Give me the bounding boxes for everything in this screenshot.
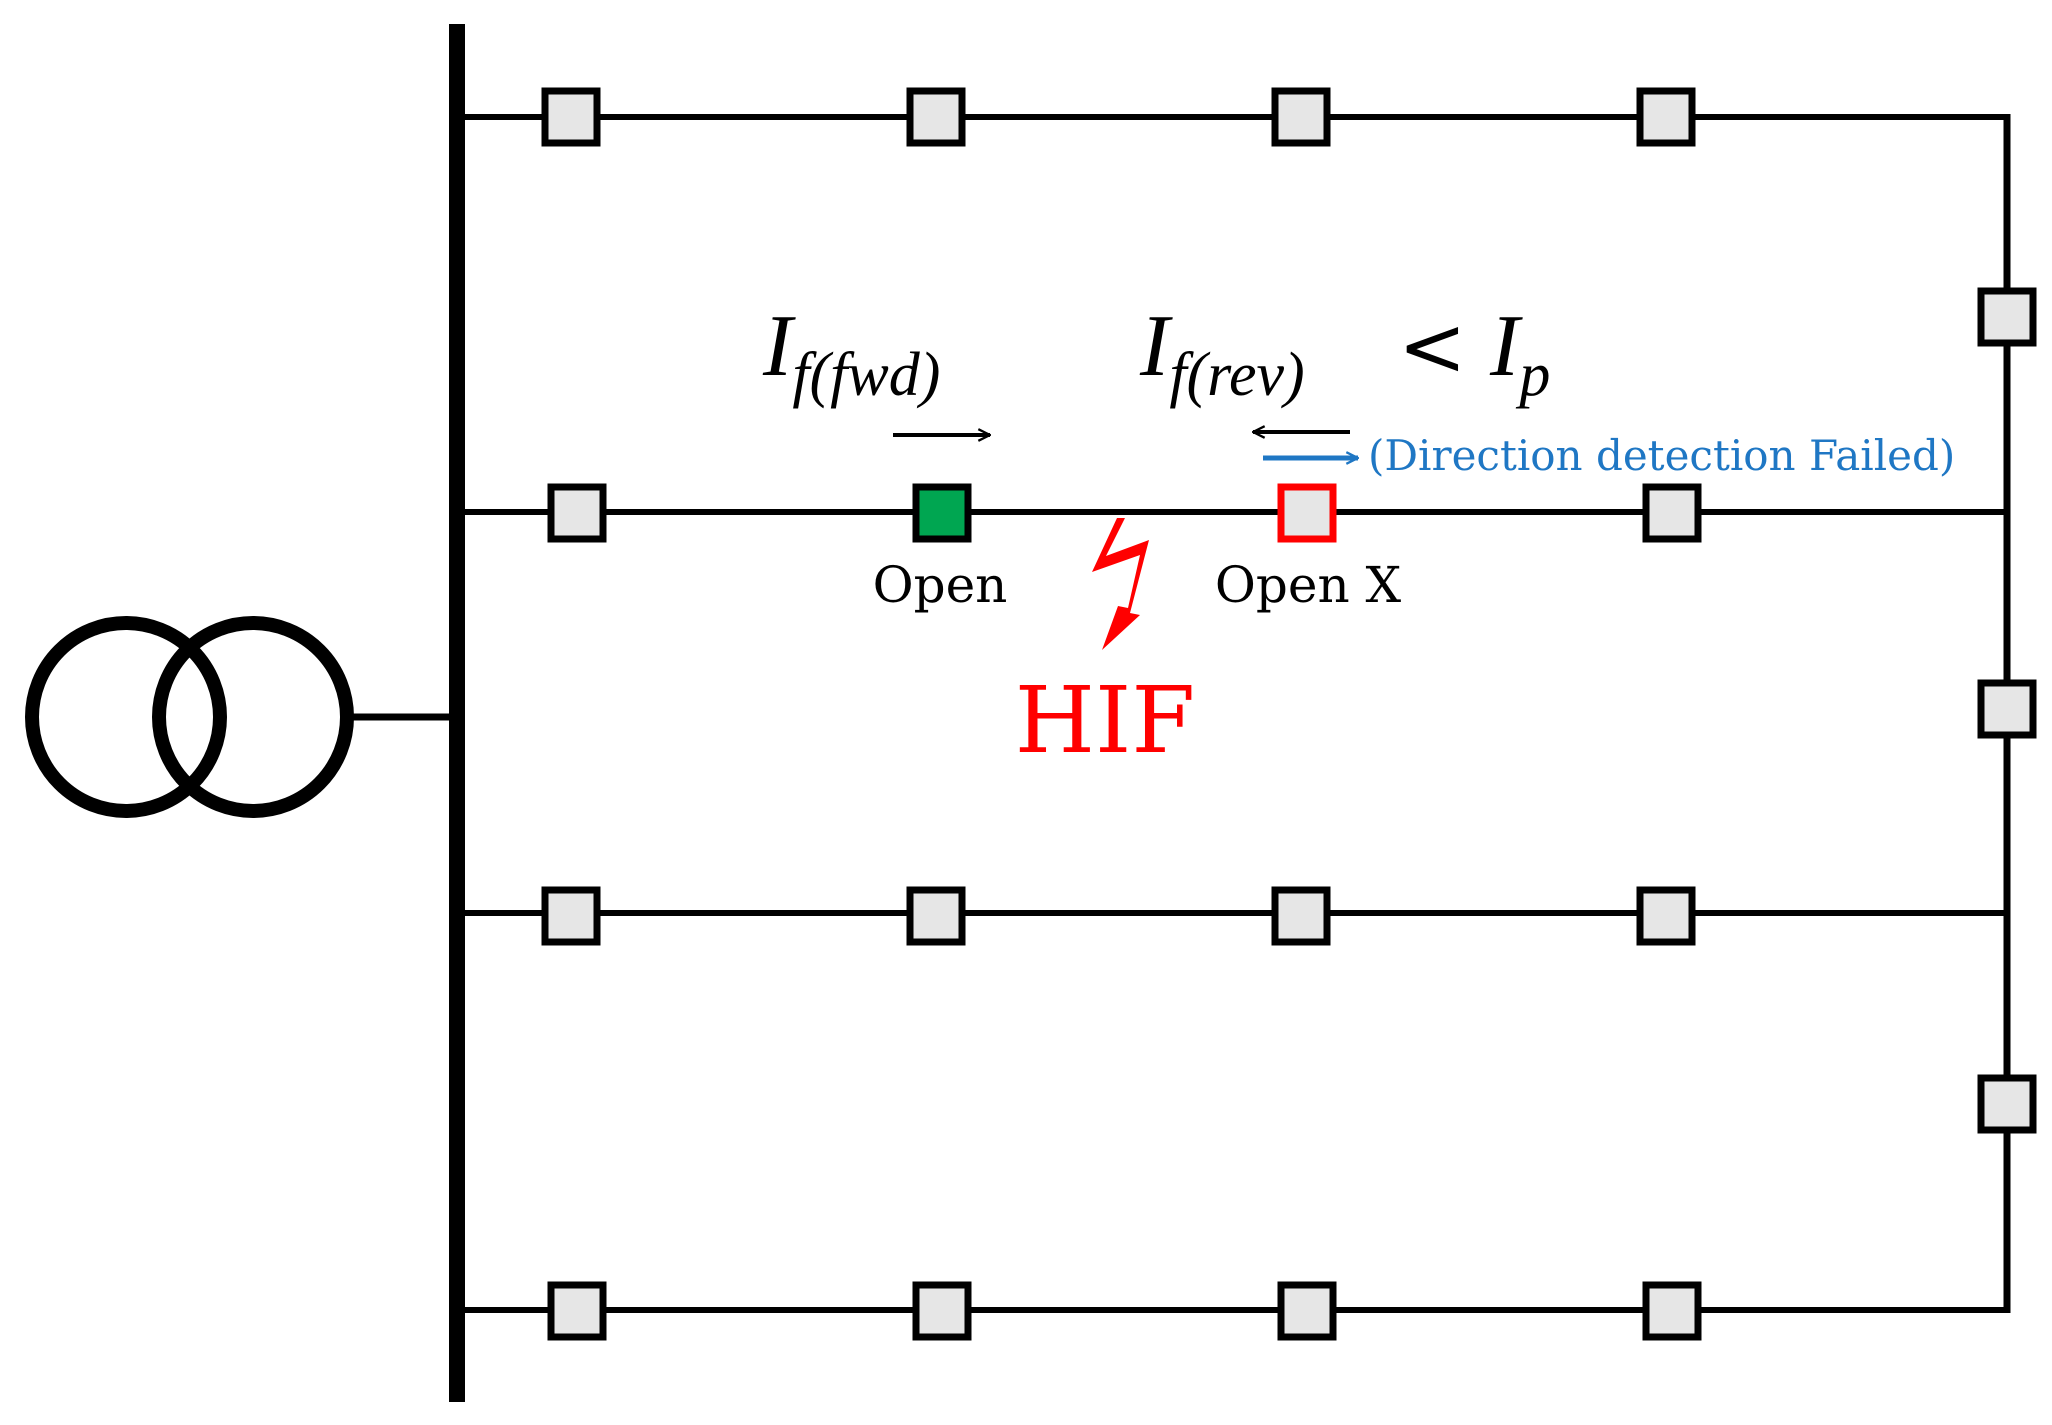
switch: [912, 1281, 972, 1341]
switch-open-success: [912, 483, 972, 543]
switch-open-failed: [1277, 483, 1337, 543]
open-label-right: Open X: [1215, 556, 1402, 614]
direction-failed-note: (Direction detection Failed): [1368, 431, 1955, 480]
less-than-symbol: <: [1398, 300, 1467, 395]
switch: [1977, 1074, 2037, 1134]
switch: [1642, 483, 1702, 543]
switch: [906, 87, 966, 147]
switch: [541, 87, 601, 147]
switch: [547, 483, 607, 543]
switch: [541, 886, 601, 946]
switch: [1277, 1281, 1337, 1341]
forward-current-label: If(fwd): [762, 298, 940, 409]
switch: [1636, 886, 1696, 946]
switch: [906, 886, 966, 946]
switch: [1271, 87, 1331, 147]
switch: [1642, 1281, 1702, 1341]
switch: [1977, 679, 2037, 739]
switch: [1636, 87, 1696, 147]
lightning-bolt-icon: [1092, 518, 1149, 650]
pickup-current-label: Ip: [1489, 298, 1550, 409]
two-winding-transformer-icon: [25, 616, 354, 818]
switch: [1977, 287, 2037, 347]
fault-label: HIF: [1015, 667, 1195, 774]
reverse-current-label: If(rev): [1139, 298, 1305, 409]
open-label-left: Open: [873, 556, 1008, 614]
switch: [1271, 886, 1331, 946]
switch: [547, 1281, 607, 1341]
